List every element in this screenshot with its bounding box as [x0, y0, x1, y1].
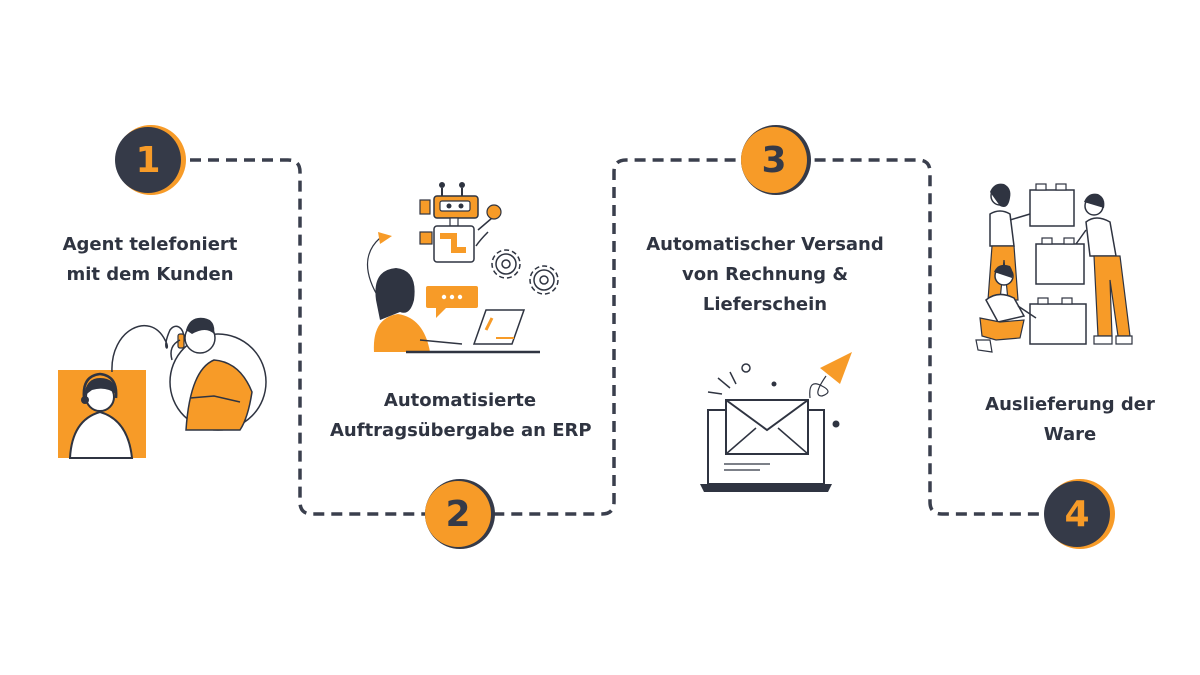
step-title-line: von Rechnung & — [681, 264, 849, 285]
step-badge-1 — [115, 125, 186, 195]
step-title-line: Automatischer Versand — [646, 234, 884, 255]
step-title-line: Automatisierte — [383, 390, 537, 411]
email-dispatch-illustration — [700, 352, 852, 492]
step-title-line: mit dem Kunden — [66, 264, 234, 285]
delivery-team-illustration — [975, 183, 1133, 353]
step-title-2: Automatisierte Auftragsübergabe an ERP — [330, 386, 592, 446]
step-title-3: Automatischer Versand von Rechnung & Lie… — [640, 230, 890, 320]
step-badge-2 — [425, 479, 495, 549]
step-number-3: 3 — [761, 139, 787, 181]
step-badge-3 — [741, 125, 811, 195]
step-title-line: Agent telefoniert — [62, 234, 238, 255]
robot-automation-illustration — [367, 182, 559, 354]
step-number-1: 1 — [135, 139, 161, 181]
step-title-1: Agent telefoniert mit dem Kunden — [40, 230, 260, 290]
step-title-line: Auftragsübergabe an ERP — [330, 420, 592, 441]
connector-path — [190, 158, 1040, 516]
step-badge-4 — [1044, 479, 1115, 549]
step-number-4: 4 — [1064, 493, 1090, 535]
step-number-2: 2 — [445, 493, 471, 535]
step-title-4: Auslieferung der Ware — [960, 390, 1180, 450]
step-title-line: Auslieferung der — [985, 394, 1155, 415]
customer-call-illustration — [58, 317, 267, 459]
step-title-line: Lieferschein — [702, 294, 828, 315]
step-title-line: Ware — [1043, 424, 1097, 445]
